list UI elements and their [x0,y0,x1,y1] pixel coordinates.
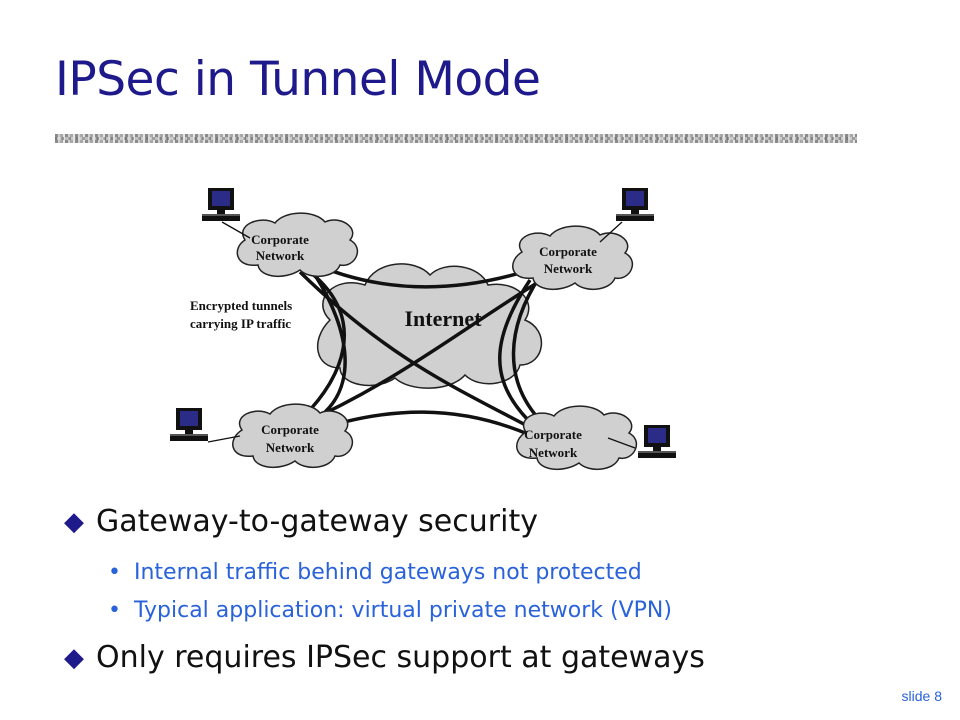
sub-bullet-text: Internal traffic behind gateways not pro… [134,560,642,585]
bullet-dot-icon: • [108,560,121,585]
sub-bullet-text: Typical application: virtual private net… [134,598,672,623]
corporate-network-label-line2: Network [266,440,315,455]
corporate-network-top-right: Corporate Network [512,225,634,290]
slide-number: slide 8 [901,688,942,704]
bullet-diamond-icon: ◆ [64,643,84,673]
computer-icon [638,425,676,458]
corporate-network-label-line1: Corporate [524,427,582,442]
bullet-text: Gateway-to-gateway security [96,504,538,539]
bullet-gateway-security: ◆ Gateway-to-gateway security [64,500,705,554]
sub-bullet-vpn: • Typical application: virtual private ne… [108,592,705,630]
corporate-network-label-line2: Network [529,445,578,460]
internet-label: Internet [405,306,483,331]
computer-icon [170,408,208,441]
corporate-network-label-line2: Network [256,248,305,263]
bullet-list: ◆ Gateway-to-gateway security • Internal t… [64,500,705,690]
slide-title: IPSec in Tunnel Mode [55,52,541,107]
corporate-network-label-line1: Corporate [261,422,319,437]
encrypted-tunnels [298,258,546,437]
bullet-ipsec-gateways: ◆ Only requires IPSec support at gateways [64,636,705,690]
corporate-network-bottom-right: Corporate Network [516,405,638,470]
corporate-network-bottom-left: Corporate Network [232,403,354,468]
bullet-diamond-icon: ◆ [64,507,84,537]
bullet-text: Only requires IPSec support at gateways [96,640,705,675]
computer-icon [616,188,654,221]
corporate-network-label-line1: Corporate [539,244,597,259]
corporate-network-label-line1: Corporate [251,232,309,247]
corporate-network-top-left: Corporate Network [236,212,359,277]
title-divider [55,134,857,143]
computer-icon [202,188,240,221]
sub-bullet-internal-traffic: • Internal traffic behind gateways not pr… [108,554,705,592]
corporate-network-label-line2: Network [544,261,593,276]
tunnel-mode-diagram: Corporate Network Corporate Network Corp… [170,188,676,470]
tunnel-label-line2: carrying IP traffic [190,316,291,331]
internet-cloud [316,263,542,389]
tunnel-label-line1: Encrypted tunnels [190,298,292,313]
bullet-dot-icon: • [108,598,121,623]
